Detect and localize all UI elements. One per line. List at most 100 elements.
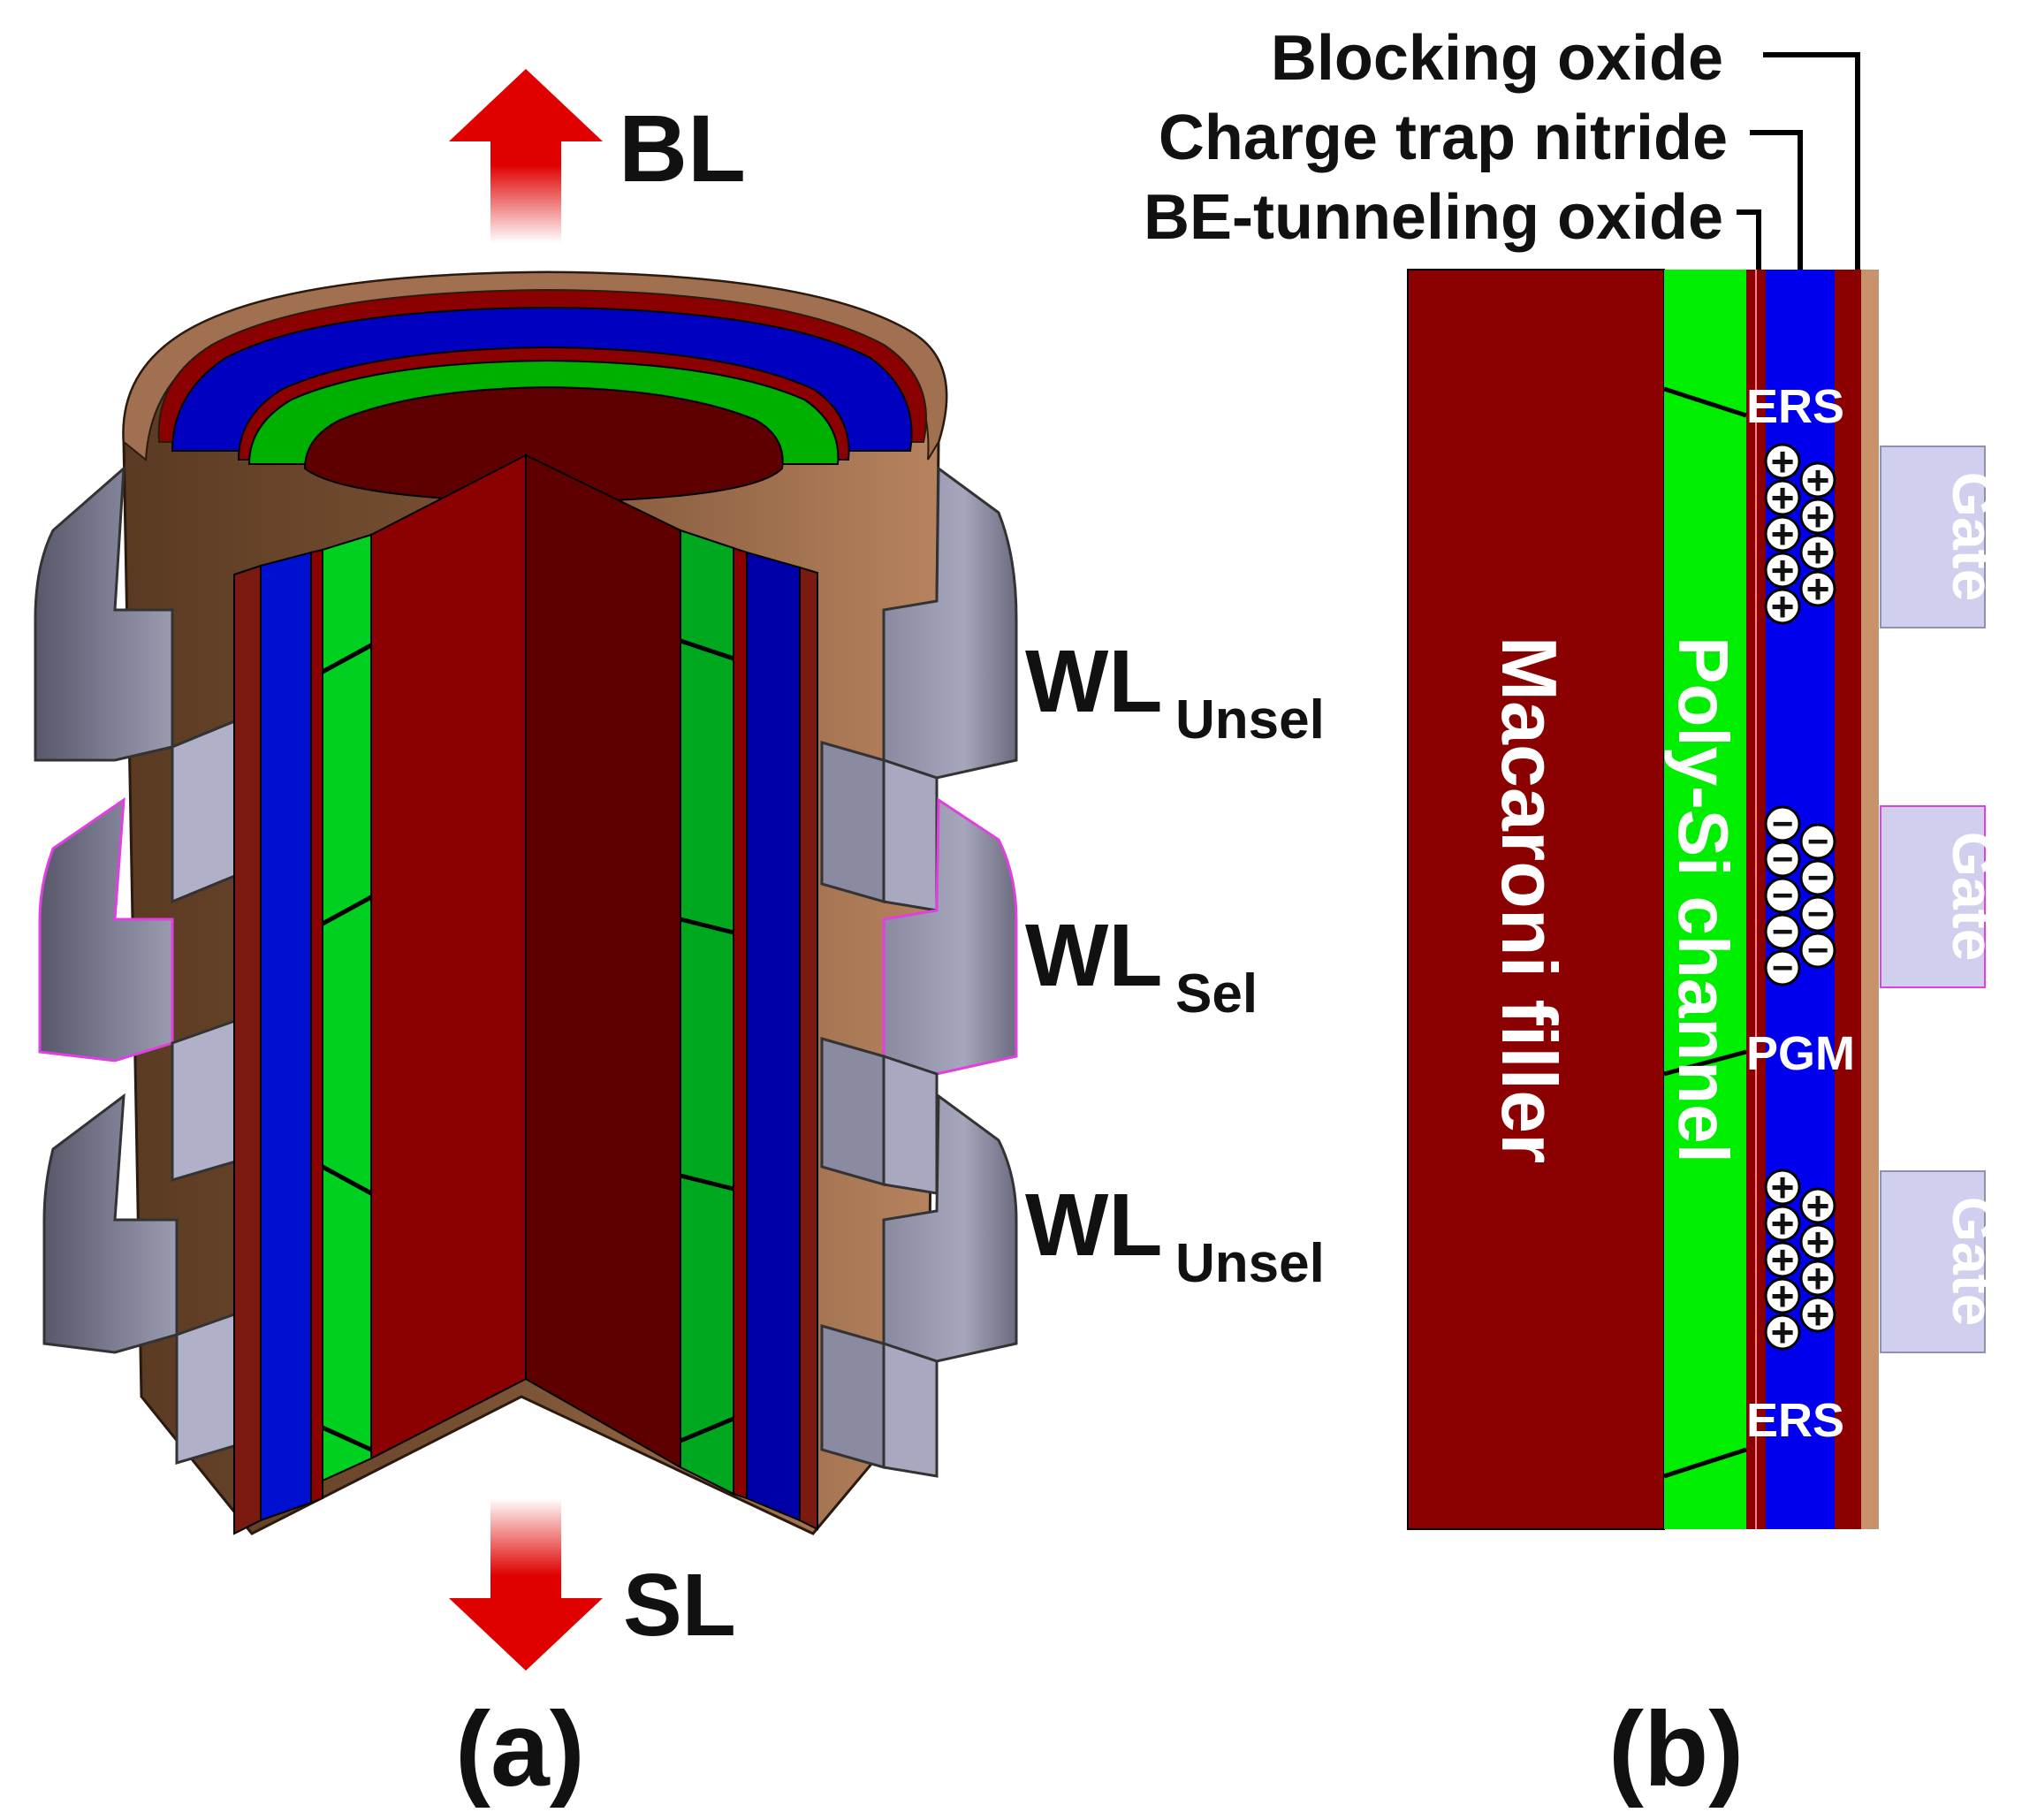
svg-text:+: +	[1806, 1183, 1830, 1229]
svg-text:+: +	[1771, 583, 1795, 629]
svg-text:+: +	[1771, 1200, 1795, 1246]
cutaway-right-wall	[680, 529, 818, 1531]
ers-label-bot: ERS	[1746, 1394, 1844, 1447]
sl-label: SL	[623, 1556, 736, 1655]
svg-text:+: +	[1806, 457, 1830, 503]
svg-text:−: −	[1772, 947, 1794, 988]
svg-text:−: −	[1807, 857, 1829, 898]
svg-text:+: +	[1806, 1255, 1830, 1301]
svg-text:+: +	[1771, 547, 1795, 593]
hole-marker: +	[1764, 511, 1801, 557]
svg-text:+: +	[1806, 1291, 1830, 1337]
ers-label-top: ERS	[1746, 380, 1844, 433]
hole-marker: +	[1764, 1200, 1801, 1246]
electron-marker: −	[1764, 910, 1801, 952]
caption-a: (a)	[455, 1690, 585, 1809]
electron-marker: −	[1799, 929, 1836, 971]
panel-a: BL	[34, 69, 1325, 1809]
svg-text:+: +	[1771, 1273, 1795, 1319]
svg-text:−: −	[1807, 893, 1829, 934]
hole-marker: +	[1799, 1183, 1836, 1229]
hole-marker: +	[1799, 529, 1836, 575]
svg-text:+: +	[1771, 475, 1795, 521]
callout-leaders	[1737, 52, 1860, 270]
electron-marker: −	[1764, 838, 1801, 880]
gate-label-mid: Gate	[1941, 832, 2006, 962]
hole-marker: +	[1799, 493, 1836, 539]
hole-marker: +	[1799, 1219, 1836, 1265]
top-rings	[157, 288, 927, 504]
bl-arrow	[449, 69, 603, 243]
electron-marker: −	[1764, 947, 1801, 988]
hole-marker: +	[1764, 1273, 1801, 1319]
wl-bot-main: WL	[1025, 1176, 1162, 1275]
hole-marker: +	[1799, 1255, 1836, 1301]
gate-box-top: Gate	[1880, 445, 2006, 628]
electron-marker: −	[1799, 893, 1836, 934]
hole-marker: +	[1764, 1309, 1801, 1355]
svg-text:+: +	[1771, 438, 1795, 484]
hole-marker: +	[1799, 566, 1836, 612]
electron-marker: −	[1764, 874, 1801, 916]
svg-text:+: +	[1771, 1309, 1795, 1355]
panel-b: Blocking oxide Charge trap nitride BE-tu…	[1144, 23, 2006, 1809]
callout-blocking-oxide: Blocking oxide	[1271, 23, 1723, 94]
macaroni-filler-layer	[1407, 269, 1665, 1530]
svg-text:+: +	[1806, 1219, 1830, 1265]
macaroni-filler-label: Macaroni filler	[1486, 636, 1573, 1164]
gate-ring-bot-right	[820, 1093, 1018, 1478]
electron-marker: −	[1799, 857, 1836, 898]
wl-label-mid: WL Sel	[1025, 906, 1258, 1024]
hole-marker: +	[1799, 1291, 1836, 1337]
bl-label: BL	[619, 95, 746, 202]
hole-marker: +	[1764, 438, 1801, 484]
hole-marker: +	[1764, 583, 1801, 629]
channel-segment-lines	[321, 638, 734, 1452]
sl-arrow	[449, 1498, 603, 1671]
electron-marker: −	[1764, 803, 1801, 844]
svg-text:+: +	[1806, 529, 1830, 575]
electron-marker: −	[1799, 820, 1836, 862]
gate-ring-top-left	[34, 465, 249, 904]
svg-text:−: −	[1807, 929, 1829, 971]
wl-label-bot: WL Unsel	[1025, 1176, 1325, 1294]
holes-bot: + + + + + + + + +	[1764, 1164, 1836, 1355]
hole-marker: +	[1764, 547, 1801, 593]
callout-be-tunneling-oxide: BE-tunneling oxide	[1144, 182, 1723, 253]
gate-ring-mid-right	[820, 797, 1018, 1195]
svg-text:+: +	[1771, 511, 1795, 557]
gate-ring-mid-left	[38, 796, 249, 1183]
filler-core	[370, 453, 681, 1469]
wl-mid-main: WL	[1025, 906, 1162, 1005]
svg-text:+: +	[1771, 1164, 1795, 1210]
svg-text:−: −	[1807, 820, 1829, 862]
svg-text:−: −	[1772, 803, 1794, 844]
wl-top-main: WL	[1025, 632, 1162, 731]
gate-box-bot: Gate	[1880, 1170, 2006, 1353]
poly-si-channel-label: Poly-Si channel	[1664, 636, 1743, 1163]
svg-text:−: −	[1772, 838, 1794, 880]
caption-b: (b)	[1608, 1690, 1744, 1809]
holes-top: + + + + + + + + +	[1764, 438, 1836, 629]
callout-charge-trap-nitride: Charge trap nitride	[1159, 103, 1728, 173]
hole-marker: +	[1799, 457, 1836, 503]
gate-label-top: Gate	[1941, 472, 2006, 602]
svg-text:+: +	[1806, 566, 1830, 612]
pgm-label: PGM	[1746, 1027, 1855, 1080]
blocking-oxide-layer	[1835, 270, 1861, 1529]
gate-label-bot: Gate	[1941, 1197, 2006, 1327]
gate-ring-bot-left	[42, 1093, 254, 1466]
svg-text:+: +	[1806, 493, 1830, 539]
wl-label-top: WL Unsel	[1025, 632, 1325, 750]
hole-marker: +	[1764, 475, 1801, 521]
wl-bot-sub: Unsel	[1175, 1233, 1325, 1294]
wl-top-sub: Unsel	[1175, 689, 1325, 750]
cutaway-left-wall	[233, 533, 372, 1535]
svg-text:−: −	[1772, 910, 1794, 952]
channel-lines-b	[1663, 386, 1747, 1479]
hole-marker: +	[1764, 1237, 1801, 1283]
svg-text:−: −	[1772, 874, 1794, 916]
gate-ring-top-right	[820, 466, 1018, 912]
wl-mid-sub: Sel	[1175, 963, 1258, 1024]
